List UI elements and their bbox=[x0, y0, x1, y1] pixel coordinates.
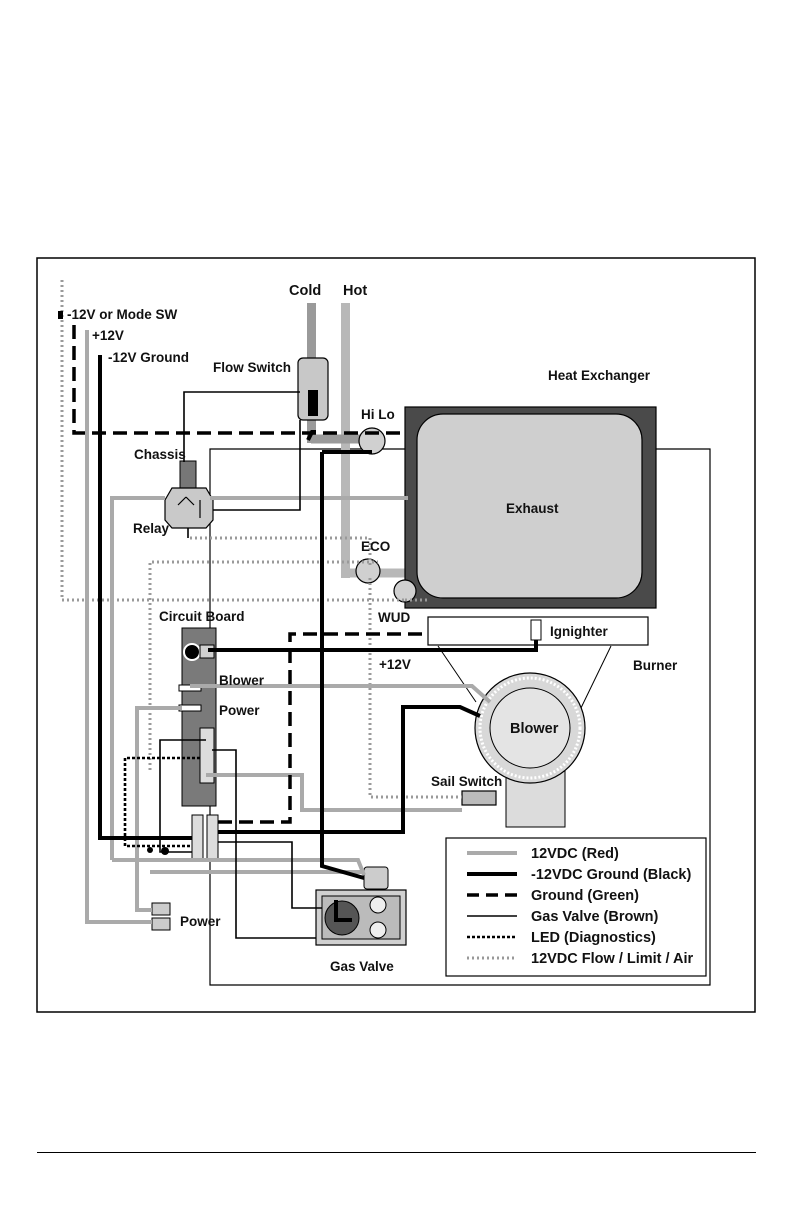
chassis-tab bbox=[180, 461, 196, 491]
label-relay: Relay bbox=[133, 521, 170, 536]
legend-label: Ground (Green) bbox=[531, 888, 639, 904]
legend: 12VDC (Red) -12VDC Ground (Black) Ground… bbox=[446, 838, 706, 976]
footer-rule bbox=[37, 1152, 756, 1153]
label-eco: ECO bbox=[361, 539, 390, 554]
relay bbox=[165, 488, 213, 528]
flow-switch-core bbox=[308, 390, 318, 416]
label-power-connector: Power bbox=[219, 703, 260, 718]
label-hot: Hot bbox=[343, 283, 367, 299]
label-plus12v-top: +12V bbox=[92, 328, 124, 343]
label-mode-sw: -12V or Mode SW bbox=[67, 307, 178, 322]
power-connector bbox=[179, 705, 201, 711]
gas-valve-connector bbox=[364, 867, 388, 889]
power-plug-top bbox=[152, 903, 170, 915]
label-flow-switch: Flow Switch bbox=[213, 360, 291, 375]
junction-dot bbox=[147, 847, 153, 853]
legend-label: Gas Valve (Brown) bbox=[531, 909, 658, 925]
label-circuit-board: Circuit Board bbox=[159, 609, 245, 624]
label-hi-lo: Hi Lo bbox=[361, 407, 395, 422]
label-sail-switch: Sail Switch bbox=[431, 774, 502, 789]
label-blower-connector: Blower bbox=[219, 673, 265, 688]
legend-label: 12VDC Flow / Limit / Air bbox=[531, 951, 694, 967]
label-blower-fan: Blower bbox=[510, 721, 559, 737]
mode-sw-marker bbox=[58, 311, 63, 319]
label-plus12v-mid: +12V bbox=[379, 657, 411, 672]
legend-label: LED (Diagnostics) bbox=[531, 930, 656, 946]
label-chassis: Chassis bbox=[134, 447, 186, 462]
label-ground-12v: -12V Ground bbox=[108, 350, 189, 365]
label-wud: WUD bbox=[378, 610, 410, 625]
label-gas-valve: Gas Valve bbox=[330, 959, 394, 974]
ignighter bbox=[531, 620, 541, 640]
label-exhaust: Exhaust bbox=[506, 501, 559, 516]
junction-dot bbox=[161, 847, 169, 855]
power-plug-bottom bbox=[152, 918, 170, 930]
gas-valve-terminal-1 bbox=[370, 897, 386, 913]
label-ignighter: Ignighter bbox=[550, 624, 608, 639]
terminal-strip-right bbox=[207, 815, 218, 861]
label-burner: Burner bbox=[633, 658, 678, 673]
legend-label: -12VDC Ground (Black) bbox=[531, 867, 691, 883]
board-led bbox=[184, 644, 200, 660]
label-cold: Cold bbox=[289, 283, 321, 299]
label-power-bottom: Power bbox=[180, 914, 221, 929]
legend-label: 12VDC (Red) bbox=[531, 846, 619, 862]
label-heat-exchanger: Heat Exchanger bbox=[548, 368, 651, 383]
gas-valve-terminal-2 bbox=[370, 922, 386, 938]
terminal-strip-left bbox=[192, 815, 203, 861]
sail-switch bbox=[462, 791, 496, 805]
